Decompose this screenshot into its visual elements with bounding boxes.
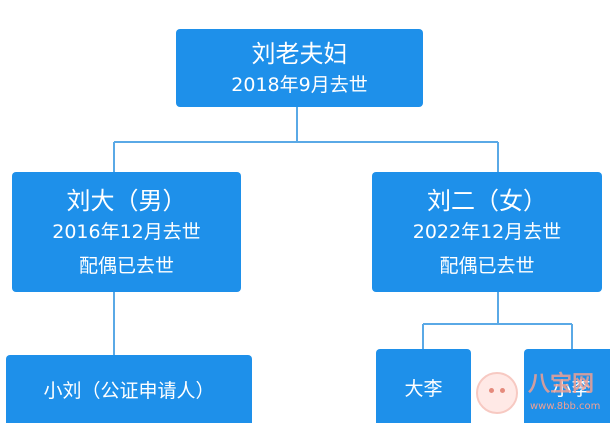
watermark: 八宝网 www.8bb.com — [470, 366, 610, 423]
child-left-date: 2016年12月去世 — [52, 221, 201, 243]
child-right-date: 2022年12月去世 — [412, 221, 562, 243]
grandchild-node-2: 大李 — [376, 349, 471, 423]
root-node: 刘老夫妇 2018年9月去世 — [176, 29, 423, 107]
root-date: 2018年9月去世 — [231, 74, 368, 96]
watermark-logo-icon — [476, 372, 518, 414]
child-node-right: 刘二（女） 2022年12月去世 配偶已去世 — [372, 172, 602, 292]
watermark-url: www.8bb.com — [530, 401, 601, 412]
grandchild-node-1: 小刘（公证申请人） — [6, 355, 252, 423]
child-left-note: 配偶已去世 — [78, 255, 174, 277]
root-name: 刘老夫妇 — [251, 40, 348, 68]
child-node-left: 刘大（男） 2016年12月去世 配偶已去世 — [12, 172, 241, 292]
watermark-name: 八宝网 — [528, 372, 595, 397]
grandchild-3-name: 小李 — [552, 378, 591, 400]
grandchild-1-name: 小刘（公证申请人） — [43, 380, 215, 402]
child-right-name: 刘二（女） — [427, 187, 547, 215]
child-left-name: 刘大（男） — [66, 187, 187, 215]
grandchild-2-name: 大李 — [404, 378, 443, 400]
grandchild-node-3: 小李 — [524, 349, 610, 423]
child-right-note: 配偶已去世 — [439, 255, 535, 277]
